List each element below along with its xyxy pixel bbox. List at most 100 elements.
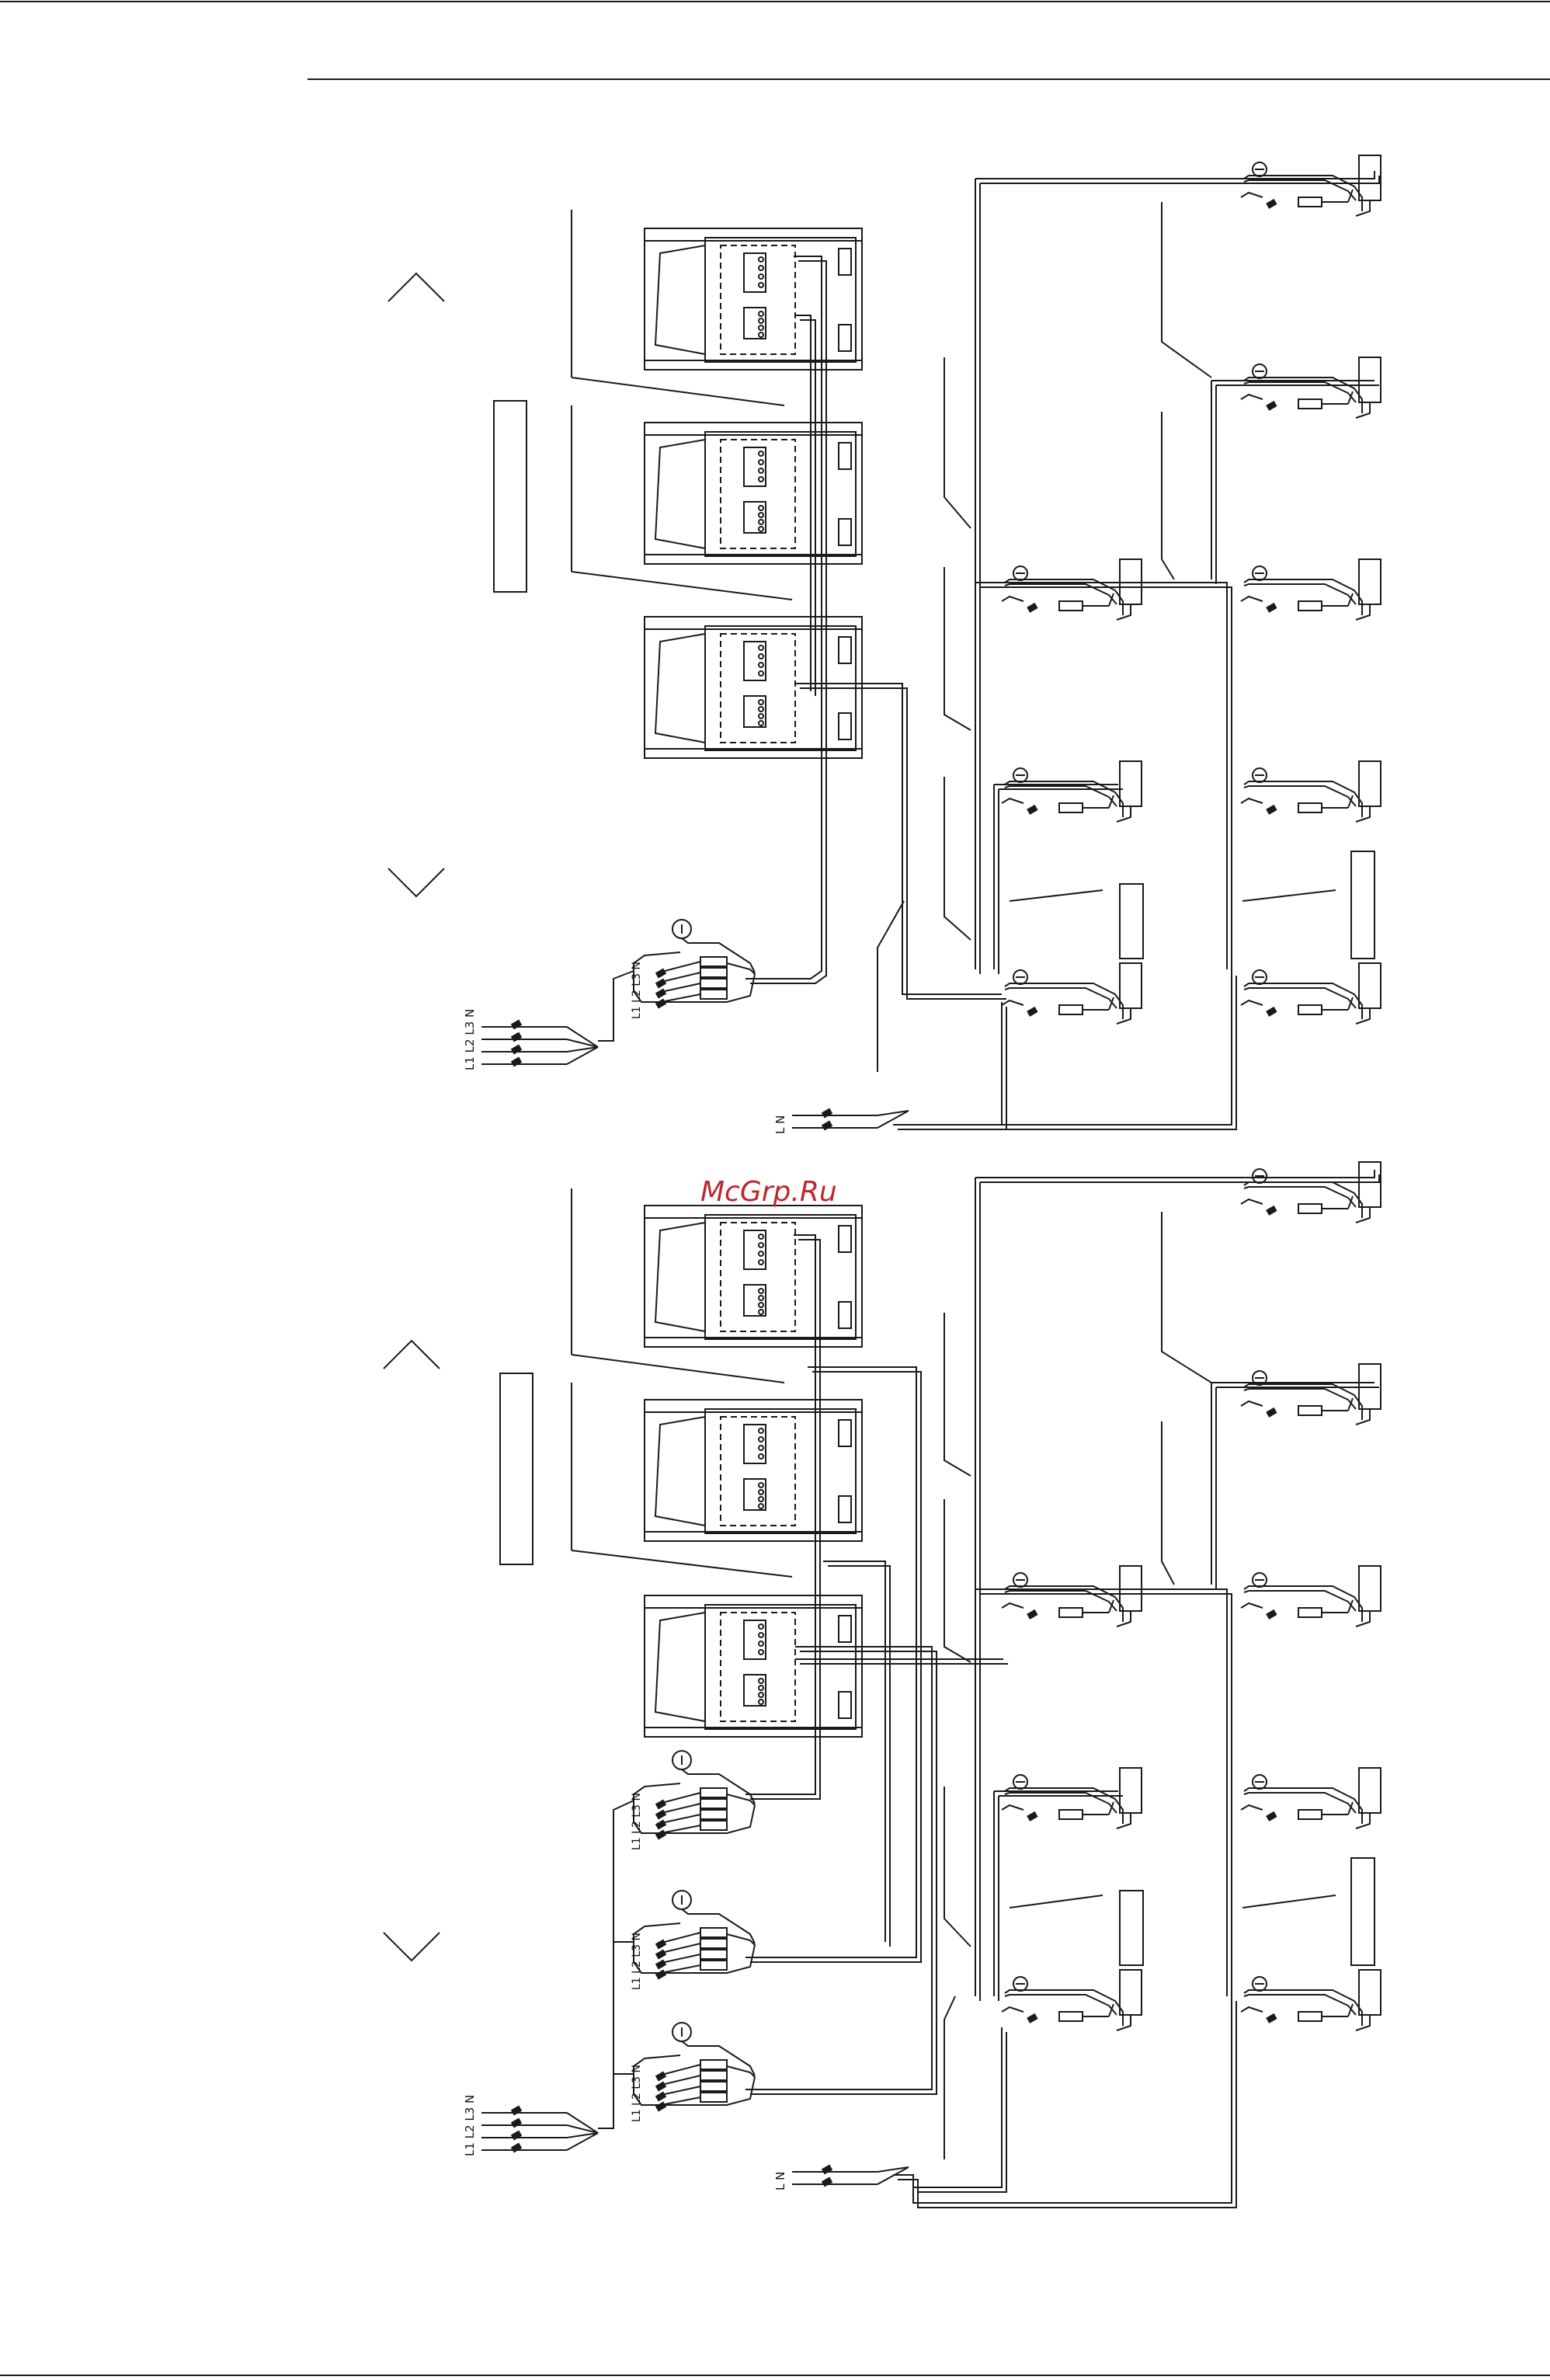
- power-block-1-lead: [665, 983, 700, 991]
- comm-wire: [745, 1647, 937, 2094]
- indoor-unit-10-fuse-icon: [1059, 1810, 1083, 1819]
- indoor-unit-9: [1002, 1566, 1142, 1627]
- outdoor-unit-2: [645, 423, 862, 564]
- leader-line: [572, 378, 784, 405]
- outdoor-unit-4-terminal-screw: [759, 1251, 763, 1256]
- indoor-unit-5-breaker-icon: [1241, 395, 1263, 399]
- outdoor-unit-2-terminal-screw: [759, 527, 763, 531]
- outdoor-unit-1: [645, 228, 862, 370]
- power-block-4-outline: [634, 2055, 755, 2105]
- outdoor-unit-2-terminal-screw: [759, 477, 763, 482]
- leader-line: [1162, 412, 1174, 579]
- power-block-1-lead: [665, 962, 700, 971]
- indoor-unit-2-fuse-icon: [1059, 803, 1083, 812]
- outdoor-unit-2-panel: [705, 432, 856, 556]
- power-block-2-lead: [665, 1804, 700, 1812]
- indoor-unit-8-fuse-icon: [1298, 1005, 1322, 1014]
- outdoor-unit-5-terminal-screw: [759, 1446, 763, 1450]
- indoor-unit-16: [1241, 1970, 1381, 2030]
- power-block-4-terminal: [700, 2093, 727, 2102]
- arrow-down-icon: [388, 868, 444, 896]
- outdoor-unit-3-terminal-screw: [759, 721, 763, 725]
- leader-line: [572, 572, 792, 600]
- power-block-1-breaker: [656, 979, 666, 987]
- comm-wire: [795, 315, 815, 696]
- indoor-unit-15-breaker-knob: [1267, 1812, 1277, 1820]
- indoor-unit-5-fuse-icon: [1298, 399, 1322, 409]
- indoor-unit-2: [1002, 761, 1142, 822]
- comm-wire: [745, 256, 826, 983]
- note-box: [1351, 851, 1374, 959]
- outdoor-unit-5-panel: [705, 1409, 856, 1533]
- outdoor-unit-3-terminal-screw: [759, 700, 763, 705]
- outdoor-unit-6-terminal-screw: [759, 1641, 763, 1646]
- indoor-unit-9-breaker-knob: [1028, 1610, 1037, 1618]
- indoor-unit-14-breaker-icon: [1241, 1603, 1263, 1608]
- note-box: [1120, 1891, 1143, 1965]
- indoor-bus: [975, 179, 980, 974]
- power-block-2-breaker: [656, 1811, 666, 1818]
- outdoor-unit-6-terminal-screw: [759, 1686, 763, 1690]
- outdoor-unit-4-terminal-screw: [759, 1234, 763, 1239]
- indoor-unit-11-breaker-icon: [1002, 2007, 1023, 2012]
- power-block-4-terminal: [700, 2082, 727, 2091]
- supply-input-1: L1 L2 L3 N: [463, 1009, 598, 1070]
- indoor-unit-4-fuse-icon: [1298, 197, 1322, 207]
- indoor-feed: [893, 1002, 1006, 1129]
- outdoor-unit-4-terminal-screw: [759, 1289, 763, 1293]
- outdoor-unit-4-terminal-screw: [759, 1296, 763, 1300]
- arrow-up-icon: [384, 1341, 440, 1369]
- indoor-unit-6-breaker-knob: [1267, 604, 1277, 611]
- indoor-bus: [975, 171, 1379, 183]
- indoor-unit-12-junction-box: [1359, 1162, 1381, 1207]
- outdoor-unit-5-terminal-screw: [759, 1428, 763, 1433]
- indoor-unit-11-breaker-knob: [1028, 2014, 1037, 2022]
- outdoor-unit-6-handle-top: [839, 1616, 851, 1642]
- outdoor-unit-2-handle-top: [839, 443, 851, 469]
- leader-line: [572, 1550, 792, 1577]
- outdoor-unit-1-terminal-screw: [759, 311, 763, 316]
- outdoor-unit-1-handle-bottom: [839, 325, 851, 351]
- indoor-unit-6-breaker-icon: [1241, 597, 1263, 601]
- outdoor-unit-2-fan-housing: [655, 440, 705, 548]
- indoor-unit-16-fuse-icon: [1298, 2012, 1322, 2021]
- indoor-unit-10-breaker-icon: [1002, 1805, 1023, 1810]
- outdoor-unit-6: [645, 1595, 862, 1737]
- comm-wire-b: [750, 1240, 820, 1799]
- indoor-unit-8: [1241, 963, 1381, 1024]
- indoor-unit-7-junction-box: [1359, 761, 1381, 806]
- outdoor-unit-6-handle-bottom: [839, 1692, 851, 1718]
- supply-input-2-merge: [567, 2113, 598, 2133]
- outdoor-unit-1-terminal-screw: [759, 274, 763, 279]
- outdoor-unit-5-terminal-screw: [759, 1437, 763, 1442]
- indoor-feed-a: [913, 2027, 1002, 2187]
- indoor-bus-a: [975, 1170, 1374, 1178]
- outdoor-unit-6-terminal-screw: [759, 1633, 763, 1637]
- indoor-unit-5-breaker-knob: [1267, 402, 1277, 409]
- outdoor-unit-5-terminal-screw: [759, 1454, 763, 1459]
- indoor-unit-3-fuse-icon: [1059, 1005, 1083, 1014]
- outdoor-unit-3-terminal-screw: [759, 645, 763, 650]
- power-block-1-terminal: [700, 968, 727, 977]
- indoor-unit-9-breaker-icon: [1002, 1603, 1023, 1608]
- leader-line: [1162, 202, 1211, 378]
- power-block-4: L1 L2 L3 N: [631, 2023, 755, 2122]
- outdoor-unit-3-handle-bottom: [839, 713, 851, 739]
- power-block-3-breaker: [656, 1971, 666, 1978]
- power-block-2-lead: [665, 1793, 700, 1802]
- outdoor-unit-1-terminal-screw: [759, 325, 763, 330]
- note-box: [1120, 884, 1143, 959]
- indoor-unit-3-breaker-knob: [1028, 1007, 1037, 1015]
- power-block-3-breaker: [656, 1950, 666, 1958]
- power-block-3-terminal: [700, 1939, 727, 1948]
- power-block-1-breaker: [656, 969, 666, 977]
- outdoor-unit-1-panel: [705, 238, 856, 362]
- outdoor-unit-3-terminal-screw: [759, 654, 763, 659]
- leader-line: [878, 901, 904, 1072]
- comm-wire-a: [745, 1235, 815, 1794]
- power-block-4-lead: [665, 2086, 700, 2094]
- supply-input-l-n-1: L N: [773, 1109, 909, 1134]
- indoor-unit-10-junction-box: [1120, 1768, 1142, 1813]
- indoor-unit-3: [1002, 963, 1142, 1024]
